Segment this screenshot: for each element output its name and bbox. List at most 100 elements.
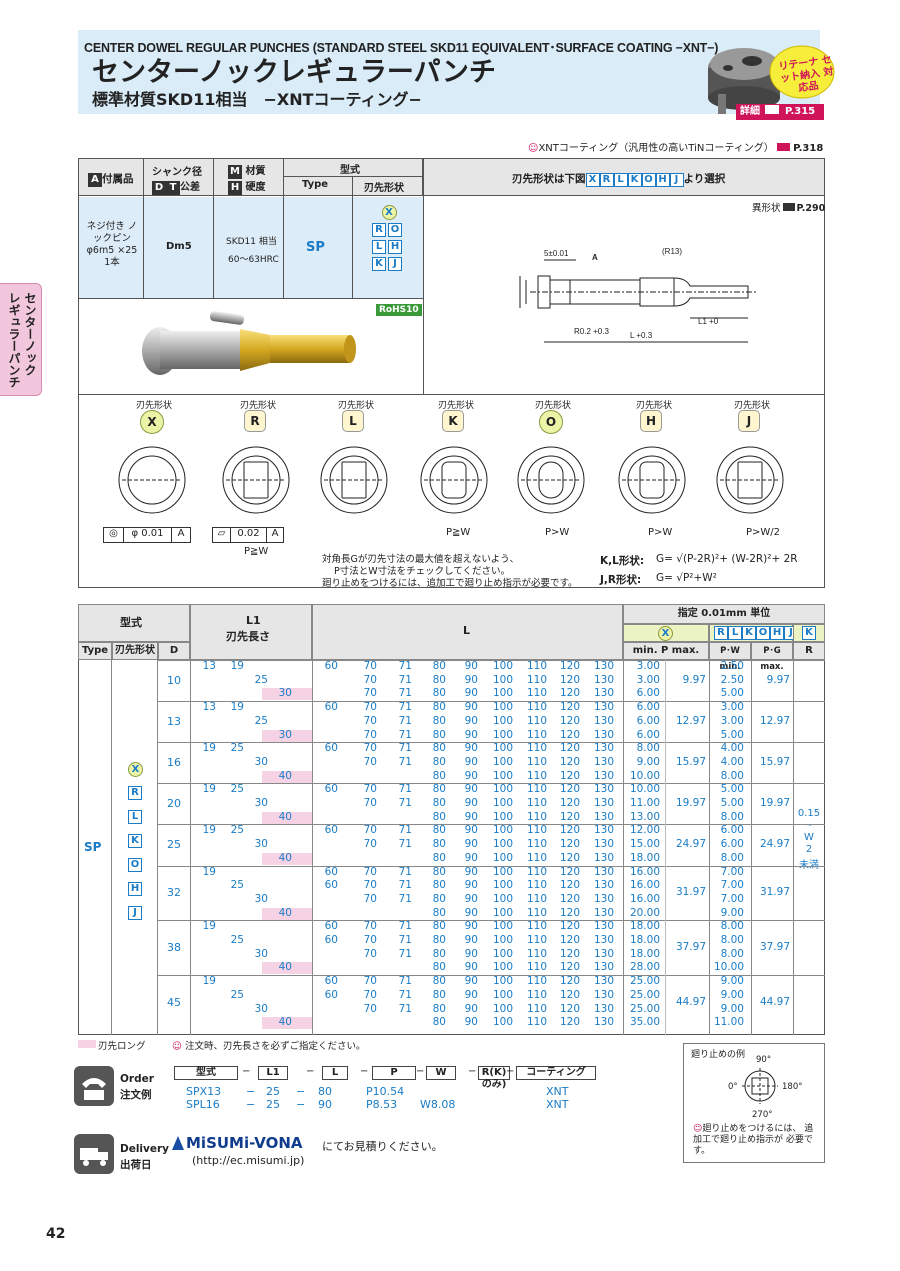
l-value: 120 — [559, 892, 580, 905]
pw-h: P>W — [648, 527, 673, 538]
l-value: 80 — [432, 961, 446, 974]
r-value: 0.15 — [797, 808, 821, 819]
h-tip: 刃先形状 — [364, 183, 404, 194]
d-value: 25 — [167, 837, 181, 851]
l-value: 100 — [492, 961, 513, 974]
pg-max: 31.97 — [759, 885, 790, 898]
l-value: 60 — [324, 879, 338, 892]
shank-value: Dm5 — [166, 241, 192, 252]
material-value: SKD11 相当 — [226, 237, 277, 247]
warning-icon: ☺ — [172, 1041, 182, 1052]
side-tab[interactable] — [0, 283, 42, 396]
pg-max: 12.97 — [759, 714, 790, 727]
l-value: 100 — [492, 906, 513, 919]
h-tip: 刃先形状 — [112, 642, 158, 660]
l-value: 110 — [526, 892, 547, 905]
l-value: 70 — [363, 879, 377, 892]
l-value: 80 — [432, 673, 446, 686]
l-value: 70 — [363, 934, 377, 946]
l-value: 120 — [559, 947, 580, 960]
l-value: 90 — [464, 947, 478, 960]
l-value: 130 — [593, 701, 614, 714]
l-value: 130 — [593, 783, 614, 796]
l-value: 110 — [526, 728, 547, 741]
tip-chip: L — [128, 810, 142, 824]
order-dash: − — [296, 1098, 306, 1111]
pw-min: 4.00 — [720, 742, 744, 755]
l-value: 100 — [492, 701, 513, 714]
l1-value: 19 — [230, 660, 244, 672]
l-value: 80 — [432, 879, 446, 892]
stop-diagram — [742, 1068, 778, 1104]
l-value: 71 — [398, 865, 412, 878]
h-type: Type — [302, 179, 329, 190]
p-min: 11.00 — [629, 797, 660, 809]
l-value: 100 — [492, 742, 513, 755]
l-value: 70 — [363, 714, 377, 727]
l-value: 110 — [526, 742, 547, 755]
p-min: 18.00 — [629, 947, 660, 960]
l-value: 130 — [593, 660, 614, 672]
page-ref-icon — [782, 203, 795, 211]
tip-shape-label: 刃先形状 — [535, 401, 572, 411]
l-value: 100 — [492, 975, 513, 988]
order-value: SPX13 — [186, 1085, 222, 1098]
p-max: 19.97 — [675, 796, 706, 809]
l1-value: 25 — [230, 879, 244, 892]
l-value: 100 — [492, 783, 513, 796]
p-min: 6.00 — [636, 701, 660, 714]
l-value: 130 — [593, 742, 614, 755]
detail-link[interactable]: 詳細 P.315 — [736, 104, 824, 120]
pw-min: 7.00 — [720, 879, 744, 892]
order-value: W8.08 — [420, 1098, 456, 1111]
h-d: D — [158, 642, 190, 660]
l-value: 60 — [324, 934, 338, 946]
l-value: 110 — [526, 810, 547, 823]
p-max: 12.97 — [675, 714, 706, 727]
delivery-url[interactable]: (http://ec.misumi.jp) — [192, 1154, 305, 1167]
l-value: 80 — [432, 1002, 446, 1015]
l-value: 100 — [492, 728, 513, 741]
l-value: 70 — [363, 728, 377, 741]
l-value: 100 — [492, 947, 513, 960]
subtitle-jp: 標準材質SKD11相当 −XNTコーティング− — [92, 90, 422, 109]
l-value: 130 — [593, 975, 614, 988]
order-dash: − — [468, 1066, 477, 1077]
unit-note: 指定 0.01mm 単位 — [623, 604, 825, 624]
legend-swatch — [78, 1040, 96, 1048]
l-value: 60 — [324, 865, 338, 878]
type-value: SP — [306, 240, 325, 255]
l-value: 70 — [363, 742, 377, 755]
l-value: 100 — [492, 687, 513, 700]
pw-min: 6.00 — [720, 838, 744, 851]
l-value: 130 — [593, 920, 614, 933]
tip-shape-label: 刃先形状 — [636, 401, 673, 411]
l-value: 110 — [526, 783, 547, 796]
p-min: 18.00 — [629, 934, 660, 946]
l-value: 90 — [464, 755, 478, 768]
title-jp: センターノックレギュラーパンチ — [92, 57, 496, 88]
l-value: 120 — [559, 906, 580, 919]
tip-shape-chip: K — [442, 410, 464, 432]
l-value: 70 — [363, 797, 377, 809]
h-k: K — [802, 626, 816, 640]
l-value: 70 — [363, 755, 377, 768]
pw-min: 8.00 — [720, 851, 744, 864]
l-value: 71 — [398, 838, 412, 851]
order-header: R(K)のみ) — [478, 1066, 510, 1090]
l-value: 80 — [432, 783, 446, 796]
order-header: W — [426, 1066, 456, 1080]
l-value: 71 — [398, 824, 412, 837]
pw-min: 8.00 — [720, 934, 744, 946]
group-divider — [158, 920, 825, 922]
h-pw: P･W min. — [709, 642, 751, 672]
order-label-jp: 注文例 — [120, 1089, 152, 1101]
pw-min: 5.00 — [720, 687, 744, 700]
l-value: 130 — [593, 714, 614, 727]
side-tab-label: センターノック レギュラーパンチ — [7, 292, 37, 388]
p-min: 6.00 — [636, 714, 660, 727]
l-value: 130 — [593, 1002, 614, 1015]
p-min: 18.00 — [629, 920, 660, 933]
l-value: 130 — [593, 851, 614, 864]
